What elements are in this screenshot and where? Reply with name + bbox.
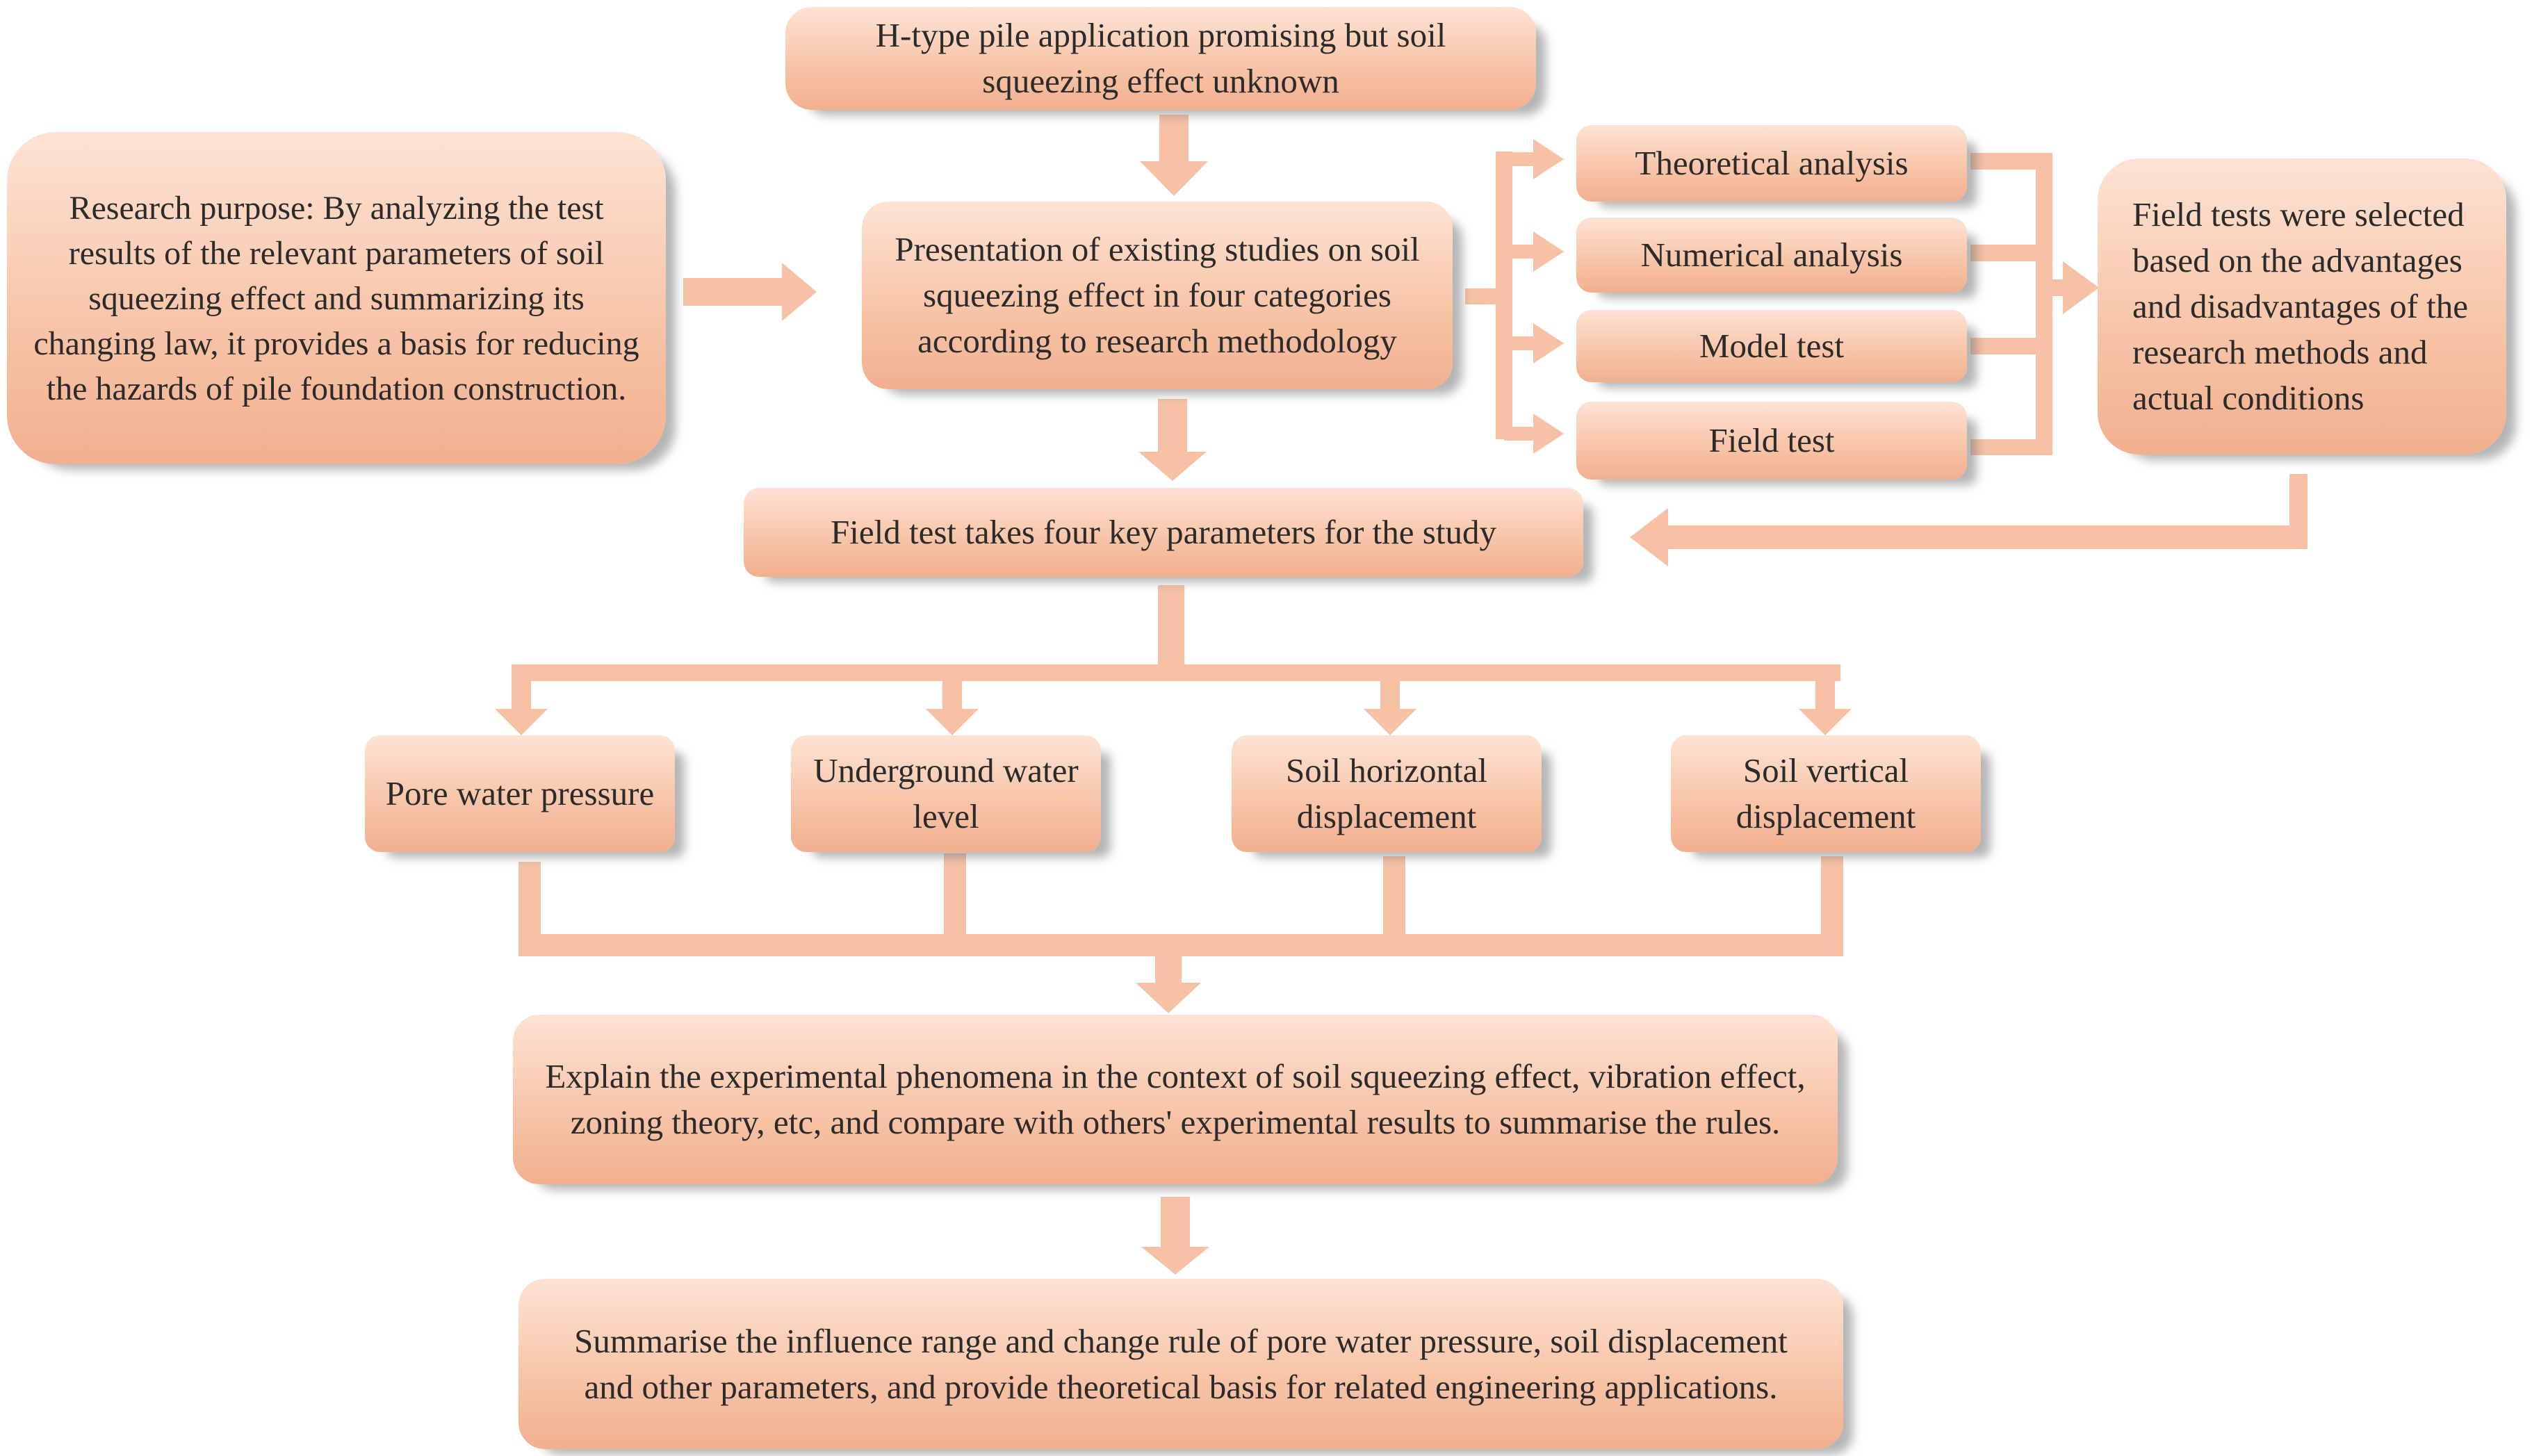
method-model-test-text: Model test [1699,327,1845,365]
node-field-test-selection-text: Field tests were selected based on the a… [2132,195,2469,417]
arrow-merge-to-explain [1136,956,1201,1013]
merge-from-vertical [1821,856,1843,954]
method-model-test: Model test [1576,310,1967,382]
param-soil-vertical-displacement-text: Soil vertical displacement [1736,751,1916,835]
node-top-problem: H-type pile application promising but so… [785,7,1536,110]
param-soil-horizontal-displacement-text: Soil horizontal displacement [1286,751,1487,835]
param-underground-water-level-text: Underground water level [813,751,1079,835]
arrow-purpose-to-existing [683,263,817,321]
arrow-selection-to-keyparams [1630,474,2308,566]
node-summary: Summarise the influence range and change… [518,1279,1843,1449]
arrow-to-field [1504,414,1564,454]
node-research-purpose-text: Research purpose: By analyzing the test … [33,189,639,407]
line-model-to-bracket [1970,338,2043,354]
method-theoretical-analysis-text: Theoretical analysis [1635,144,1909,182]
bracket-methods-right [1970,153,2052,455]
node-key-parameters: Field test takes four key parameters for… [744,488,1583,577]
node-explain-phenomena-text: Explain the experimental phenomena in th… [545,1057,1806,1141]
node-summary-text: Summarise the influence range and change… [574,1321,1788,1406]
trunk-keyparams-down [1158,585,1184,666]
merge-from-horizontal [1383,856,1405,954]
method-numerical-analysis: Numerical analysis [1576,218,1967,293]
node-key-parameters-text: Field test takes four key parameters for… [831,513,1496,551]
node-top-problem-text: H-type pile application promising but so… [875,16,1446,100]
arrow-existing-to-keyparams [1138,399,1207,481]
method-field-test: Field test [1576,402,1967,480]
arrow-top-to-existing [1140,115,1208,196]
method-theoretical-analysis: Theoretical analysis [1576,125,1967,202]
arrow-explain-to-summary [1141,1197,1209,1275]
arrow-to-horizontal [1364,667,1416,735]
param-underground-water-level: Underground water level [791,735,1101,852]
arrow-to-numerical [1504,231,1564,272]
arrow-to-model [1504,323,1564,363]
node-existing-studies-text: Presentation of existing studies on soil… [895,230,1420,360]
param-soil-horizontal-displacement: Soil horizontal displacement [1232,735,1542,852]
merge-from-pore [518,862,541,954]
line-numerical-to-bracket [1970,245,2043,261]
merge-from-groundwater [944,853,966,954]
arrow-to-vertical [1799,667,1852,735]
node-explain-phenomena: Explain the experimental phenomena in th… [513,1015,1838,1184]
method-field-test-text: Field test [1708,421,1835,459]
method-numerical-analysis-text: Numerical analysis [1640,236,1903,274]
node-existing-studies: Presentation of existing studies on soil… [862,202,1453,389]
param-pore-water-pressure-text: Pore water pressure [385,774,655,812]
node-field-test-selection: Field tests were selected based on the a… [2098,158,2506,455]
arrow-to-theoretical [1504,139,1564,179]
branch-horizontal [512,664,1840,681]
arrow-to-pore [495,667,548,735]
node-research-purpose: Research purpose: By analyzing the test … [7,132,666,464]
arrow-bracket-to-selection [2052,261,2099,314]
param-soil-vertical-displacement: Soil vertical displacement [1671,735,1981,852]
param-pore-water-pressure: Pore water pressure [365,735,675,852]
merge-horizontal [518,934,1843,956]
bracket-spine [1496,152,1512,439]
arrow-to-groundwater [926,667,979,735]
